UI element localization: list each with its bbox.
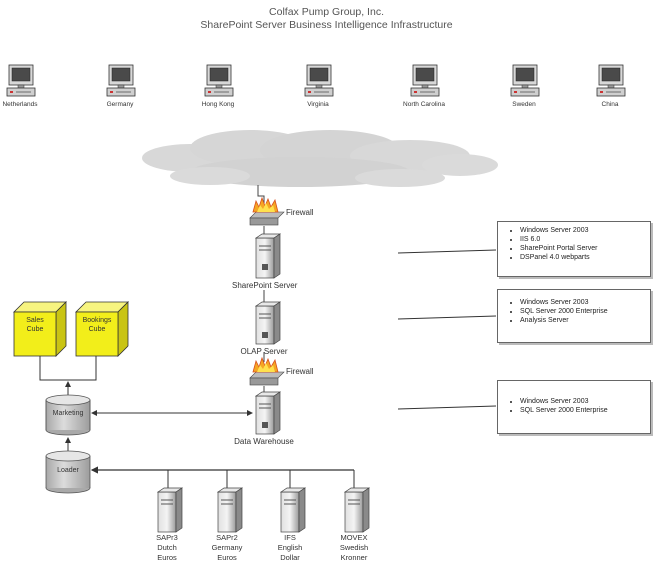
workstation — [106, 64, 136, 107]
spec-item: IIS 6.0 — [520, 235, 646, 244]
computer-icon — [304, 64, 334, 97]
firewall-top-label: Firewall — [286, 208, 314, 217]
internet-cloud — [142, 130, 498, 187]
source-server-ifs-shape — [279, 487, 307, 533]
workstation-label: Virginia — [307, 101, 329, 108]
source-ifs-line1: IFS — [284, 533, 296, 542]
workstation — [6, 64, 36, 107]
spec-item: Windows Server 2003 — [520, 397, 646, 406]
source-label-sapr3: SAPr3 Dutch Euros — [142, 533, 192, 563]
source-label-movex: MOVEX Swedish Kronner — [329, 533, 379, 563]
loader-database-shape — [45, 450, 91, 494]
sales-cube-shape — [13, 301, 67, 357]
spec-item: Analysis Server — [520, 316, 646, 325]
computer-icon — [410, 64, 440, 97]
bookings-cube-label-line1: Bookings — [82, 317, 112, 324]
sharepoint-server-shape — [254, 233, 282, 279]
source-sapr3-line1: SAPr3 — [156, 533, 178, 542]
infobox-warehouse-specs: Windows Server 2003 SQL Server 2000 Ente… — [497, 380, 651, 434]
diagram-subtitle: SharePoint Server Business Intelligence … — [200, 19, 453, 31]
computer-icon — [510, 64, 540, 97]
workstation-label: Hong Kong — [201, 101, 235, 108]
infobox-olap-specs: Windows Server 2003 SQL Server 2000 Ente… — [497, 289, 651, 343]
source-sapr3-line2: Dutch — [157, 543, 177, 552]
firewall-bottom-label: Firewall — [286, 367, 314, 376]
source-sapr2-line1: SAPr2 — [216, 533, 238, 542]
olap-server-shape — [254, 301, 282, 345]
source-sapr3-line3: Euros — [157, 553, 177, 562]
spec-item: SharePoint Portal Server — [520, 244, 646, 253]
data-warehouse-label: Data Warehouse — [234, 437, 294, 446]
workstation — [304, 64, 334, 107]
loader-database-label: Loader — [57, 467, 79, 474]
cubes-bracket — [39, 356, 97, 381]
infobox-3-connector — [397, 405, 497, 410]
source-server-sapr3-shape — [156, 487, 184, 533]
source-movex-line3: Kronner — [340, 553, 368, 562]
source-sapr2-line3: Euros — [217, 553, 237, 562]
source-ifs-line2: English — [277, 543, 303, 552]
marketing-database-label: Marketing — [52, 410, 84, 417]
workstation — [204, 64, 234, 107]
workstation — [510, 64, 540, 107]
source-server-movex-shape — [343, 487, 371, 533]
source-label-sapr2: SAPr2 Germany Euros — [202, 533, 252, 563]
infobox-2-connector — [397, 315, 497, 320]
spec-item: Windows Server 2003 — [520, 298, 646, 307]
computer-icon — [204, 64, 234, 97]
firewall-bottom-shape — [249, 356, 285, 386]
bookings-cube-shape — [75, 301, 129, 357]
source-ifs-line3: Dollar — [280, 553, 300, 562]
spec-item: Windows Server 2003 — [520, 226, 646, 235]
marketing-database-shape — [45, 394, 91, 436]
spec-item: DSPanel 4.0 webparts — [520, 253, 646, 262]
sales-cube-label-line2: Cube — [26, 326, 44, 333]
source-movex-line2: Swedish — [339, 543, 369, 552]
bookings-cube-label: Bookings Cube — [76, 316, 118, 334]
sales-cube-label-line1: Sales — [26, 317, 44, 324]
olap-server-label: OLAP Server — [240, 347, 288, 356]
source-server-sapr2-shape — [216, 487, 244, 533]
data-warehouse-server-shape — [254, 391, 282, 435]
source-label-ifs: IFS English Dollar — [265, 533, 315, 563]
computer-icon — [106, 64, 136, 97]
source-movex-line1: MOVEX — [340, 533, 368, 542]
spec-item: SQL Server 2000 Enterprise — [520, 406, 646, 415]
workstation-label: China — [601, 101, 619, 108]
computer-icon — [596, 64, 626, 97]
infobox-sharepoint-specs: Windows Server 2003 IIS 6.0 SharePoint P… — [497, 221, 651, 277]
firewall-top-shape — [249, 196, 285, 226]
workstation-label: Germany — [106, 101, 134, 108]
infobox-1-connector — [397, 249, 497, 254]
diagram-title: Colfax Pump Group, Inc. — [269, 6, 384, 18]
computer-icon — [6, 64, 36, 97]
workstation — [410, 64, 440, 107]
source-sapr2-line2: Germany — [211, 543, 243, 552]
workstation-label: North Carolina — [403, 101, 445, 108]
sales-cube-label: Sales Cube — [14, 316, 56, 334]
cloud-firewall-link — [257, 185, 265, 206]
workstation-label: Netherlands — [2, 101, 38, 108]
workstation-label: Sweden — [512, 101, 536, 108]
sharepoint-server-label: SharePoint Server — [232, 281, 298, 290]
workstation — [596, 64, 626, 107]
spec-item: SQL Server 2000 Enterprise — [520, 307, 646, 316]
bookings-cube-label-line2: Cube — [88, 326, 106, 333]
